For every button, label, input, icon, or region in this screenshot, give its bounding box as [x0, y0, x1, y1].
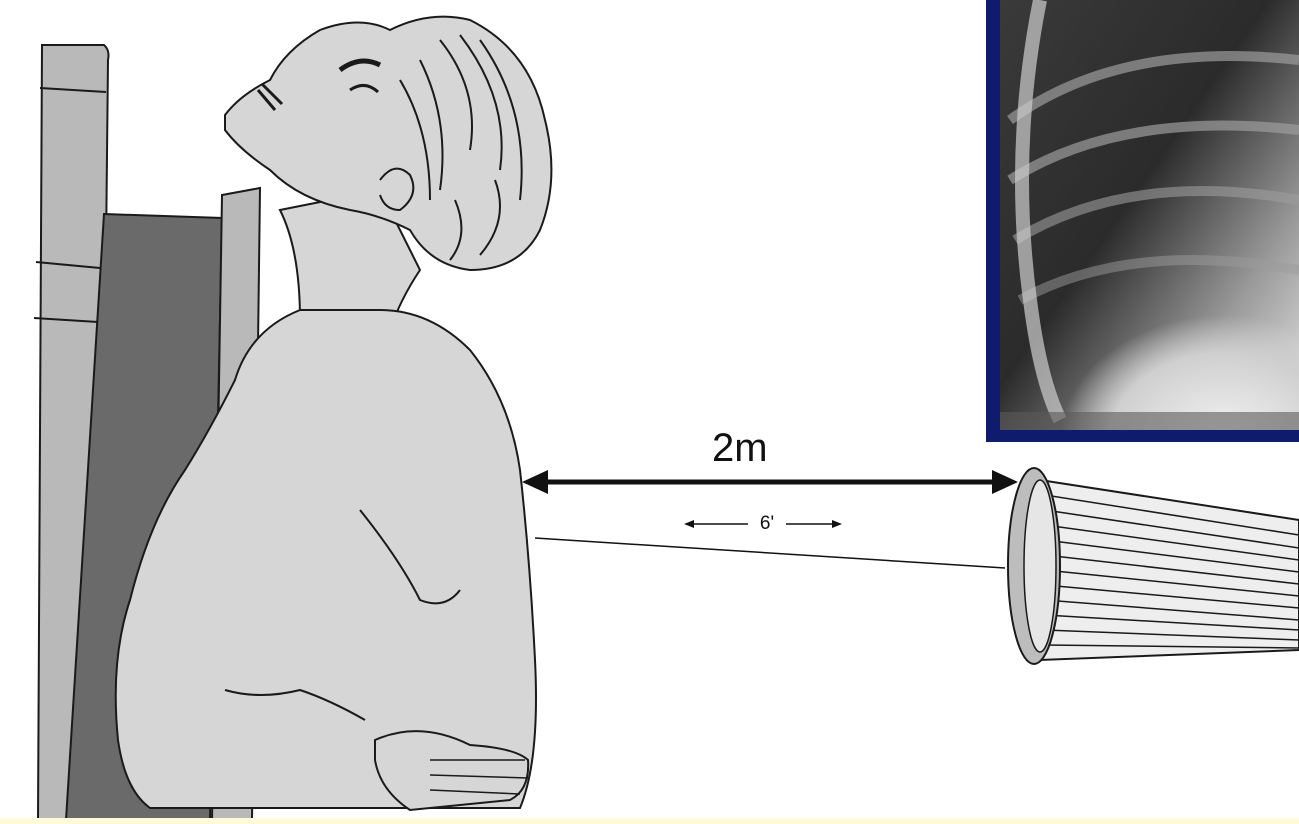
arrow-head-left — [522, 470, 548, 494]
arrow-head-right — [992, 470, 1018, 494]
xray-tube-illustration — [1008, 468, 1299, 664]
distance-label-imperial: 6' — [752, 513, 782, 535]
tube-cone-body — [1040, 480, 1299, 660]
bottom-strip — [0, 818, 1299, 824]
small-arrow-head-left — [684, 520, 694, 528]
central-ray-line — [535, 538, 1005, 568]
tube-rim-inner — [1024, 480, 1056, 652]
distance-arrow-2m — [522, 470, 1018, 494]
chest-xray-image — [986, 0, 1299, 442]
small-arrow-head-right — [832, 520, 842, 528]
xray-bottom-edge — [1000, 412, 1299, 430]
distance-label-metric: 2m — [712, 426, 792, 470]
